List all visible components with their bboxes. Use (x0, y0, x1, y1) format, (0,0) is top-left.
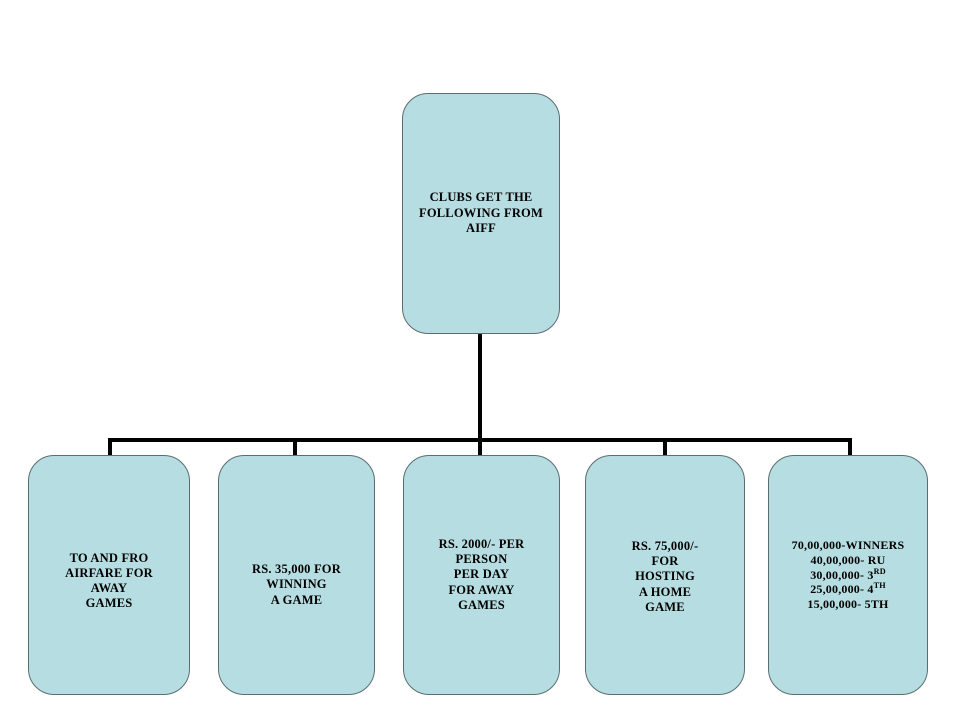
connector-root-stem (478, 334, 482, 442)
prize-rank-line: 30,00,000- 3RD (810, 566, 886, 582)
node-winning-bonus[interactable]: RS. 35,000 FOR WINNING A GAME (218, 455, 375, 695)
prize-rank-line: 25,00,000- 4TH (810, 581, 886, 597)
node-root[interactable]: CLUBS GET THE FOLLOWING FROM AIFF (402, 93, 560, 334)
node-winning-bonus-label: RS. 35,000 FOR WINNING A GAME (252, 562, 341, 607)
node-airfare[interactable]: TO AND FRO AIRFARE FOR AWAY GAMES (28, 455, 190, 695)
prize-rank-line: 70,00,000-WINNERS (791, 538, 905, 553)
connector-drop-1 (108, 438, 112, 457)
node-root-label: CLUBS GET THE FOLLOWING FROM AIFF (419, 190, 543, 236)
connector-drop-4 (663, 438, 667, 457)
prize-rank-line: 40,00,000- RU (810, 553, 886, 568)
connector-drop-2 (293, 438, 297, 457)
node-hosting-fee[interactable]: RS. 75,000/- FOR HOSTING A HOME GAME (585, 455, 745, 695)
node-airfare-label: TO AND FRO AIRFARE FOR AWAY GAMES (65, 550, 153, 611)
ordinal-suffix: RD (873, 566, 886, 576)
ordinal-suffix: TH (873, 581, 886, 591)
node-per-diem[interactable]: RS. 2000/- PER PERSON PER DAY FOR AWAY G… (403, 455, 560, 695)
connector-drop-3 (478, 438, 482, 457)
connector-drop-5 (848, 438, 852, 457)
node-per-diem-label: RS. 2000/- PER PERSON PER DAY FOR AWAY G… (438, 536, 525, 612)
prize-rank-line: 15,00,000- 5TH (807, 596, 889, 611)
node-hosting-fee-label: RS. 75,000/- FOR HOSTING A HOME GAME (631, 538, 699, 614)
